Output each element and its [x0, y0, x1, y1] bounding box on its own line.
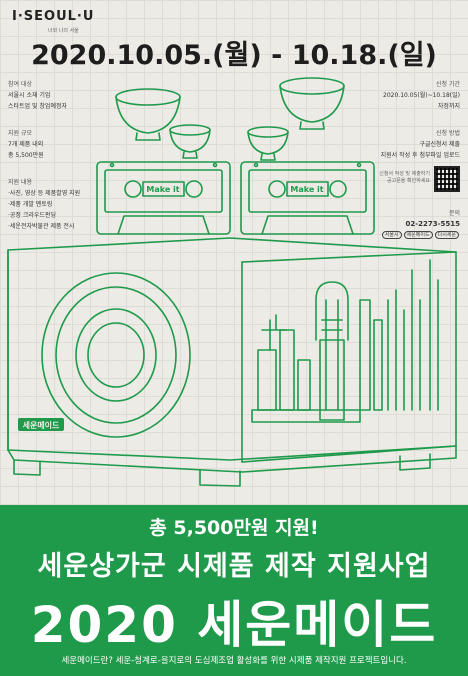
speaker-cabinet — [7, 237, 457, 487]
method-line-2: 지원서 작성 후 첨부파일 업로드 — [380, 152, 460, 159]
tape-label-right: Make it — [290, 185, 323, 194]
green-banner: 총 5,500만원 지원! 세운상가군 시제품 제작 지원사업 2020 세운메… — [0, 505, 468, 676]
cassette-icon-left — [96, 161, 231, 235]
scale-line-2: 총 5,500만원 — [8, 152, 44, 159]
scale-heading: 지원 규모 — [8, 130, 32, 137]
content-line-3: ·공정 크라우드펀딩 — [8, 212, 56, 219]
vacuum-tube-icon — [315, 281, 349, 421]
cup-icon-left-1 — [115, 88, 181, 141]
contact-heading: 문의 — [448, 210, 460, 217]
logo-subtitle: 너와 나의 서울 — [48, 28, 79, 34]
qr-note-2: 공고문을 확인하세요 — [387, 178, 430, 184]
banner-description: 세운메이드란? 세운-청계로-을지로의 도심제조업 활성화를 위한 시제품 제작… — [61, 656, 407, 666]
brand-plate — [18, 418, 64, 431]
qr-code-icon[interactable] — [434, 166, 460, 192]
period-line-2: 자정까지 — [437, 103, 460, 110]
cup-icon-left-2 — [169, 124, 211, 159]
seoul-logo: I·SEOUL·U — [12, 9, 95, 24]
content-line-4: ·세운전자박물관 제품 전시 — [8, 223, 75, 230]
content-line-1: ·사진, 영상 등 제품촬영 지원 — [8, 190, 81, 197]
cassette-icon-right — [240, 161, 375, 235]
product-illustration: 세운메이드 Make it Make it — [7, 77, 457, 487]
target-line-2: 스타트업 및 창업예정자 — [8, 103, 68, 110]
period-line-1: 2020.10.05(월)~10.18(일) — [383, 92, 460, 99]
right-info-column: 신청 기간 2020.10.05(월)~10.18(일) 자정까지 신청 방법 … — [350, 75, 460, 241]
brand-plate-text: 세운메이드 — [23, 420, 60, 430]
scale-line-1: 7개 제품 내외 — [8, 141, 44, 148]
method-line-1: 구글신청서 제출 — [419, 141, 460, 148]
banner-title: 2020 세운메이드 — [30, 596, 438, 654]
org-logo-1: 서울시 — [381, 231, 402, 239]
cup-icon-right-2 — [247, 126, 289, 161]
content-line-2: ·제품 개발 멘토링 — [8, 201, 53, 208]
banner-funding: 총 5,500만원 지원! — [149, 517, 319, 539]
banner-program-name: 세운상가군 시제품 제작 지원사업 — [37, 551, 431, 582]
org-logo-3: 다시세운 — [434, 231, 459, 239]
org-logo-2: 세운메이드 — [403, 231, 433, 239]
left-info-column: 참여 대상 서울시 소재 기업 스타트업 및 창업예정자 지원 규모 7개 제품… — [8, 75, 118, 232]
cup-icon-right-1 — [279, 77, 345, 130]
tape-label-left: Make it — [146, 185, 179, 194]
period-heading: 신청 기간 — [436, 81, 460, 88]
event-dates: 2020.10.05.(월) - 10.18.(일) — [31, 40, 437, 71]
method-heading: 신청 방법 — [436, 130, 460, 137]
circuit-components — [251, 259, 439, 423]
qr-note-1: 신청서 작성 및 제출하기 — [379, 171, 430, 177]
target-line-1: 서울시 소재 기업 — [8, 92, 51, 99]
target-heading: 참여 대상 — [8, 81, 32, 88]
grid-background — [0, 0, 468, 505]
contact-phone: 02-2273-5515 — [405, 220, 460, 228]
speaker-cone-icon — [41, 272, 191, 438]
content-heading: 지원 내용 — [8, 179, 32, 186]
